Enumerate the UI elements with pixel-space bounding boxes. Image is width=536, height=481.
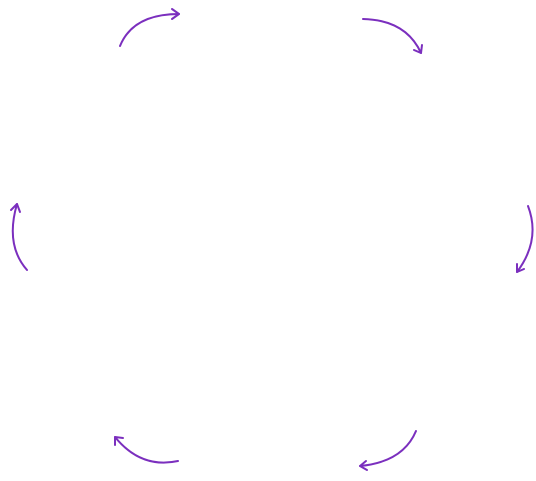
- arrow-left-head: [10, 203, 21, 213]
- arrow-left: [10, 203, 28, 271]
- arrow-top-left-head: [171, 8, 180, 20]
- arrow-top-right-head: [413, 44, 423, 54]
- arrow-left-shaft: [11, 203, 28, 271]
- arrow-bottom-left: [114, 436, 179, 464]
- arrow-right: [516, 205, 534, 273]
- arrow-bottom-left-shaft: [114, 436, 179, 464]
- arrow-top-left-shaft: [119, 13, 180, 47]
- arrow-bottom-right-head: [359, 460, 368, 471]
- arrow-bottom-left-head: [114, 436, 124, 446]
- arrow-bottom-right: [359, 430, 417, 471]
- arrow-top-right: [362, 18, 423, 54]
- arrow-bottom-right-shaft: [359, 430, 417, 467]
- arrow-top-right-shaft: [362, 18, 422, 54]
- arrow-right-shaft: [516, 205, 534, 273]
- arrow-top-left: [119, 8, 180, 47]
- arrow-right-head: [516, 263, 525, 273]
